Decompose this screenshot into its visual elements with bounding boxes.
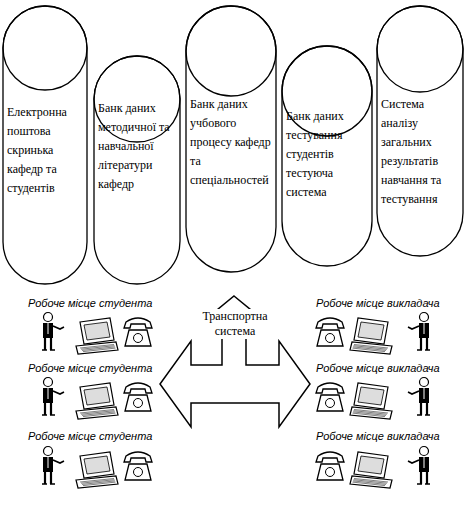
cylinder-label: Банк даних учбового процесу кафедр та сп… [190,95,273,190]
workstation-label: Робоче місце студента [28,430,152,442]
cylinder-label: Банк даних методичної та навчальної літе… [98,99,177,194]
cylinder-outline [376,5,464,257]
computer-icon [76,452,118,488]
database-cylinder: Банк даних методичної та навчальної літе… [93,55,181,285]
transport-arrow: Транспортна система [158,293,312,433]
computer-icon [350,383,392,419]
database-cylinder: Банк даних учбового процесу кафедр та сп… [185,5,277,273]
workstation-label: Робоче місце викладача [316,362,440,374]
computer-icon [350,452,392,488]
person-icon [408,378,430,416]
workstation-label: Робоче місце викладача [316,297,440,309]
phone-icon [316,452,344,480]
cylinder-label: Електронна поштова скринька кафедр та ст… [7,103,84,198]
person-icon [408,447,430,485]
phone-icon [316,318,344,346]
cylinder-label: Система аналізу загальних результатів на… [381,95,460,209]
phone-icon [124,452,152,480]
workstation-label: Робоче місце студента [28,362,152,374]
workstation-label: Робоче місце викладача [316,430,440,442]
person-icon [42,447,64,485]
person-icon [408,313,430,351]
cylinder-label: Банк даних тестування студентів тестуюча… [286,107,369,202]
computer-icon [76,383,118,419]
database-cylinder: Система аналізу загальних результатів на… [376,5,464,257]
phone-icon [124,318,152,346]
workstation-label: Робоче місце студента [28,297,152,309]
transport-label: Транспортна система [196,309,274,339]
person-icon [42,378,64,416]
computer-icon [76,318,118,354]
person-icon [42,313,64,351]
database-cylinder: Електронна поштова скринька кафедр та ст… [2,5,88,285]
phone-icon [316,383,344,411]
phone-icon [124,383,152,411]
database-cylinder: Банк даних тестування студентів тестуюча… [281,45,373,267]
computer-icon [350,318,392,354]
